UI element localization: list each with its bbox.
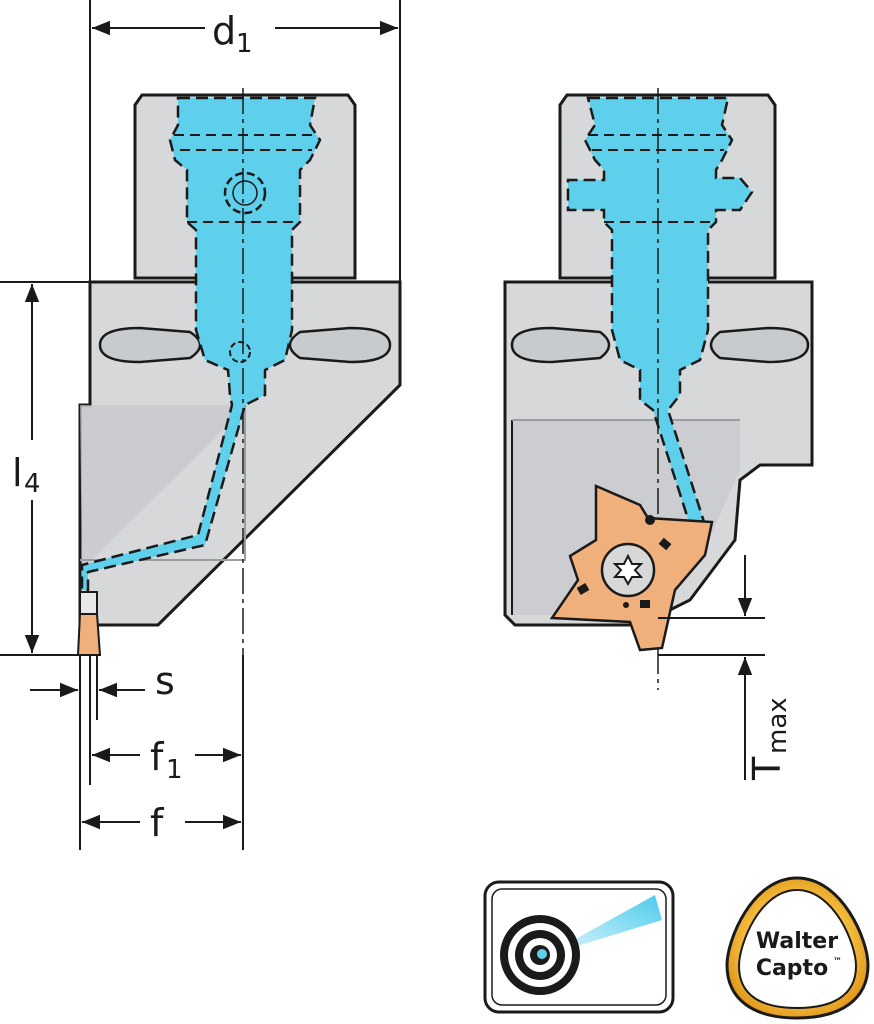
dim-l4-sub: 4	[24, 469, 41, 499]
right-slot-b	[709, 326, 810, 364]
right-view	[503, 88, 814, 690]
left-slot-a	[98, 326, 202, 364]
dimension-lines	[0, 0, 765, 850]
left-insert	[76, 613, 102, 656]
walter-capto-logo: Walter Capto ™	[725, 876, 870, 1020]
dim-d1-sub: 1	[236, 29, 253, 59]
dim-tmax: T max	[745, 697, 793, 781]
dim-f1-sub: 1	[166, 755, 183, 785]
left-view	[76, 88, 402, 850]
logo-line1: Walter	[756, 929, 838, 954]
dim-l4: l 4	[12, 451, 41, 499]
dim-f: f	[150, 801, 165, 845]
dim-f1-main: f	[150, 735, 165, 779]
right-slot-a	[510, 326, 611, 364]
dim-tmax-main: T	[745, 756, 789, 781]
left-bolt-circle	[223, 171, 267, 215]
right-coolant-channel	[566, 96, 754, 527]
left-insert-seat	[79, 591, 98, 615]
torx-icon	[612, 553, 644, 587]
coolant-target-icon	[483, 880, 675, 1014]
logo-line2: Capto	[756, 956, 828, 981]
dim-d1: d 1	[212, 9, 253, 59]
dim-tmax-sub: max	[763, 697, 793, 754]
dim-l4-main: l	[12, 451, 23, 495]
dim-s: s	[155, 659, 175, 703]
dim-f1: f 1	[150, 735, 183, 785]
left-slot-b	[288, 326, 392, 364]
logo-tm: ™	[833, 957, 842, 967]
dim-d1-main: d	[212, 9, 236, 53]
